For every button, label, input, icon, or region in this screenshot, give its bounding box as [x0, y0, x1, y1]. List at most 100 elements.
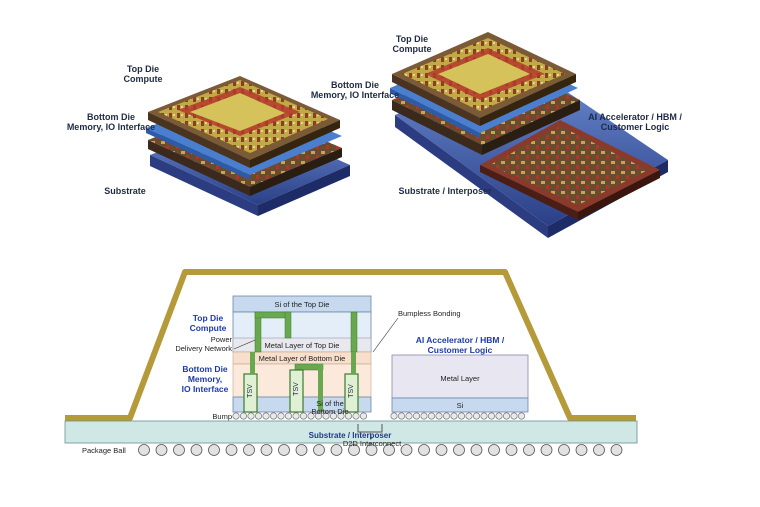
bump	[390, 412, 398, 420]
bump	[269, 412, 277, 420]
cs-bottom-die-label-3: IO Interface	[182, 384, 229, 394]
bump	[262, 412, 270, 420]
bump	[420, 412, 428, 420]
bumpless-leader	[372, 317, 399, 353]
left-top-die	[148, 76, 340, 168]
package-ball	[505, 444, 518, 456]
accel-label-2: Customer Logic	[428, 345, 493, 355]
package-ball	[138, 444, 150, 456]
bump	[314, 412, 322, 420]
bump	[307, 412, 315, 420]
bump	[359, 412, 367, 420]
bump	[517, 412, 525, 420]
tr-substrate-label: Substrate / Interposer	[398, 186, 492, 196]
package-ball	[523, 444, 535, 456]
bumpless-bonding-label: Bumpless Bonding	[398, 309, 461, 318]
bump	[450, 412, 458, 420]
bump	[352, 412, 360, 420]
package-ball	[418, 444, 430, 456]
d2d-interconnect-trace	[357, 424, 383, 433]
cross-substrate	[64, 420, 638, 444]
power-label-1: Power	[211, 335, 233, 344]
bump	[495, 412, 503, 420]
bump	[405, 412, 413, 420]
tl-substrate-label: Substrate	[104, 186, 146, 196]
cs-top-die-label-1: Top Die	[193, 313, 224, 323]
bump	[247, 412, 255, 420]
package-ball	[540, 444, 553, 456]
package-ball	[365, 444, 378, 456]
package-ball	[208, 444, 220, 456]
package-ball	[260, 444, 273, 456]
tr-accelerator-label: AI Accelerator / HBM /Customer Logic	[588, 112, 682, 133]
package-ball	[243, 444, 255, 456]
bump	[322, 412, 330, 420]
accel-si	[391, 397, 529, 413]
package-ball	[488, 444, 500, 456]
package-mold-outline	[65, 269, 636, 421]
package-ball	[295, 444, 308, 456]
bump	[337, 412, 345, 420]
package-ball-row	[138, 444, 623, 456]
tsv-label-1: TSV	[246, 384, 254, 398]
bump	[457, 412, 465, 420]
si-bottom-die-label-2: Bottom Die	[311, 407, 348, 416]
bump	[427, 412, 435, 420]
cs-bottom-die-label-2: Memory,	[188, 374, 222, 384]
package-ball	[383, 444, 395, 456]
si-label: Si	[457, 401, 464, 410]
package-ball	[348, 444, 360, 456]
bump	[412, 412, 420, 420]
power-leader	[233, 339, 256, 350]
package-ball	[173, 444, 185, 456]
package-ball	[330, 444, 343, 456]
bump	[329, 412, 337, 420]
cs-top-die-label-2: Compute	[190, 323, 227, 333]
bump	[240, 412, 248, 420]
package-ball	[575, 444, 588, 456]
bump	[397, 412, 405, 420]
d2d-leader	[369, 432, 373, 440]
tsv-label-3: TSV	[347, 384, 355, 398]
metal-layer-label: Metal Layer	[440, 374, 480, 383]
bump	[510, 412, 518, 420]
metal-top-label: Metal Layer of Top Die	[265, 341, 340, 350]
si-bottom-die-label-1: Si of the	[316, 399, 344, 408]
package-ball	[470, 444, 483, 456]
bump	[255, 412, 263, 420]
bump	[277, 412, 285, 420]
bump	[344, 412, 352, 420]
package-ball-label: Package Ball	[82, 446, 126, 455]
cs-bottom-die-label-1: Bottom Die	[182, 364, 228, 374]
d2d-label: D2D Interconnect	[343, 439, 402, 448]
package-ball	[313, 444, 325, 456]
bump	[487, 412, 495, 420]
bump	[284, 412, 292, 420]
bump-label: Bump	[212, 412, 232, 421]
package-ball	[278, 444, 290, 456]
bump	[292, 412, 300, 420]
right-accelerator-die	[480, 120, 660, 220]
bump	[502, 412, 510, 420]
package-ball	[610, 444, 623, 456]
si-top-die-label: Si of the Top Die	[275, 300, 330, 309]
package-ball	[155, 444, 168, 456]
bump	[435, 412, 443, 420]
accel-metal-layer	[391, 354, 529, 399]
package-ball	[190, 444, 203, 456]
bump	[442, 412, 450, 420]
package-ball	[593, 444, 605, 456]
metal-bottom-label: Metal Layer of Bottom Die	[259, 354, 346, 363]
tsv-links	[250, 352, 356, 412]
bump-row	[232, 412, 525, 420]
bump	[472, 412, 480, 420]
accel-label-1: AI Accelerator / HBM /	[416, 335, 505, 345]
substrate-interposer-label: Substrate / Interposer	[309, 431, 392, 440]
bump	[232, 412, 240, 420]
package-ball	[225, 444, 238, 456]
